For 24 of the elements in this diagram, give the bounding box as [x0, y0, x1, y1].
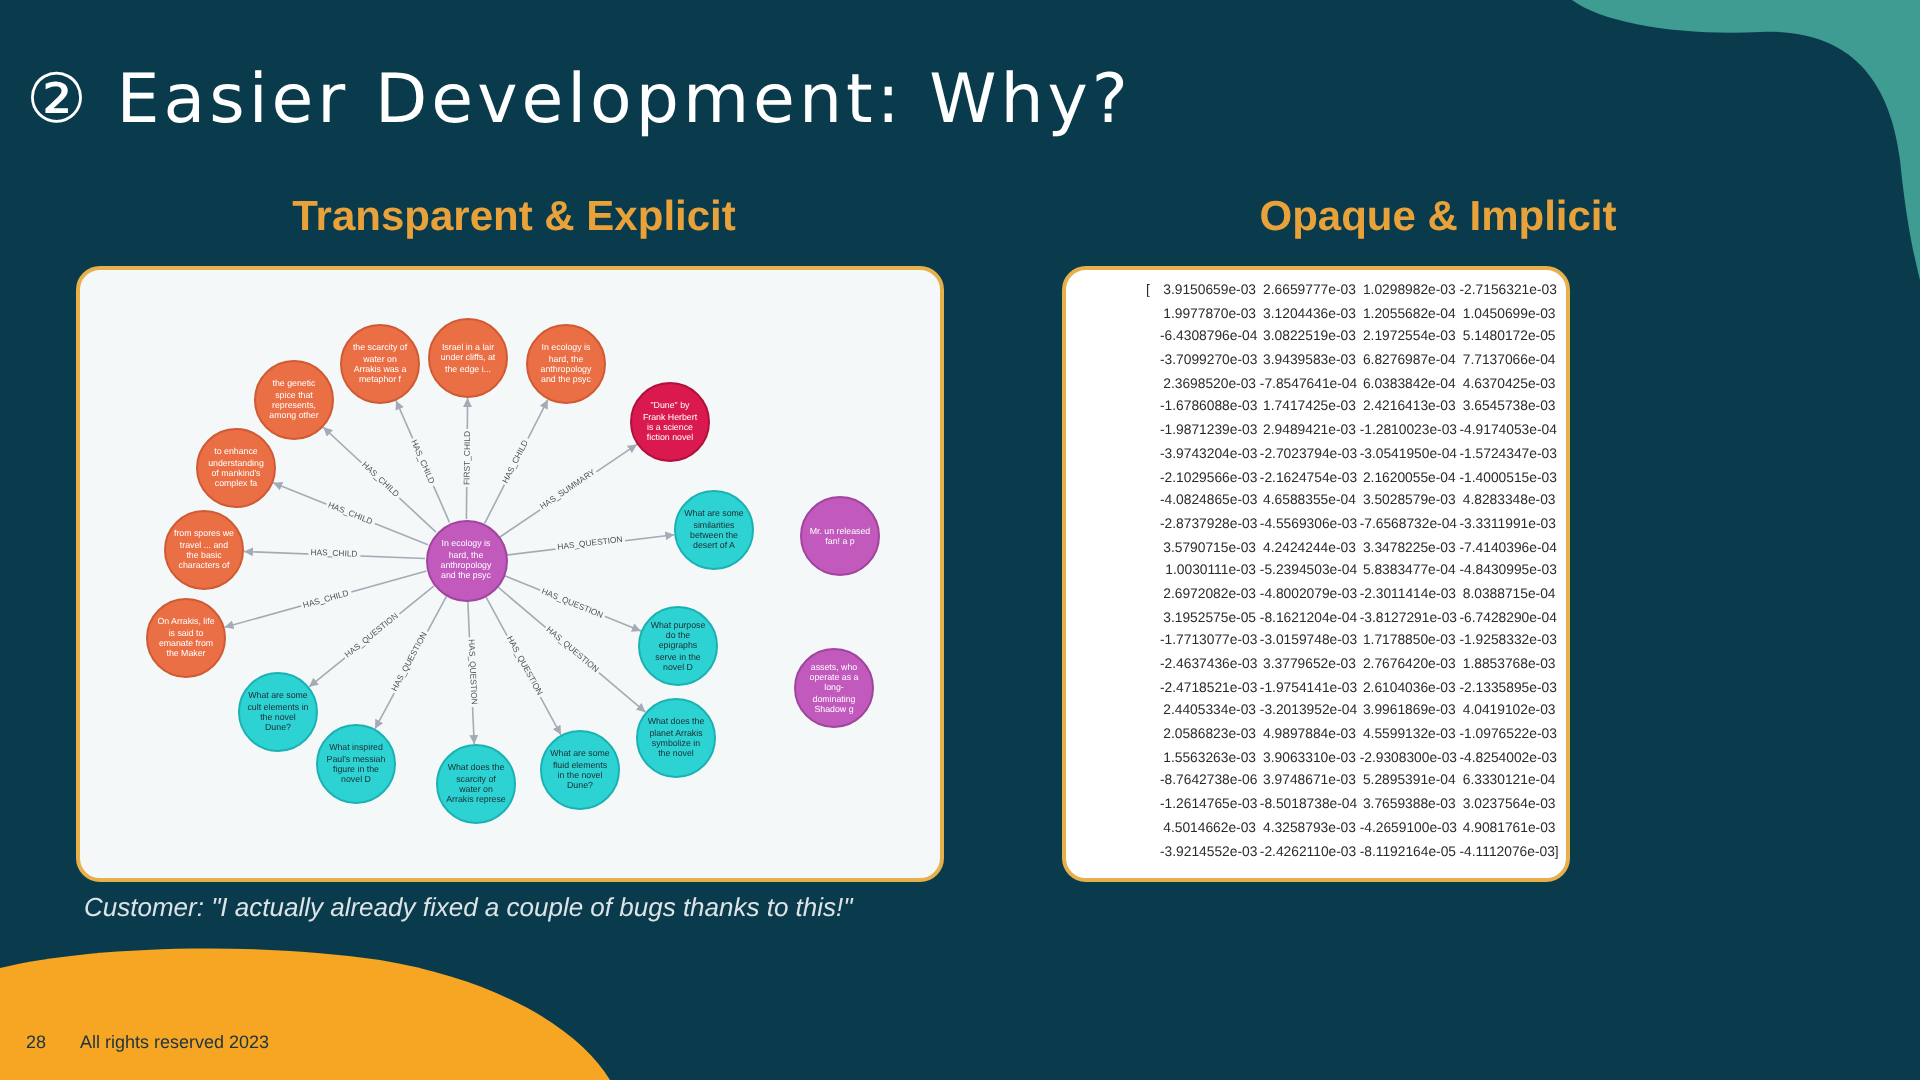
page-number: 28	[26, 1032, 47, 1054]
graph-node	[164, 510, 244, 590]
graph-node	[238, 672, 318, 752]
graph-node	[425, 519, 507, 601]
graph-node	[316, 724, 396, 804]
graph-node	[800, 496, 880, 576]
graph-node	[340, 324, 420, 404]
graph-node	[540, 730, 620, 810]
graph-node	[436, 744, 516, 824]
graph-node	[254, 360, 334, 440]
graph-node	[674, 490, 754, 570]
graph-node	[196, 428, 276, 508]
graph-node	[146, 598, 226, 678]
graph-node	[526, 324, 606, 404]
graph-node	[794, 648, 874, 728]
graph-node	[636, 698, 716, 778]
footer-text: All rights reserved 2023	[80, 1032, 270, 1054]
panel-heading: Opaque & Implicit	[1259, 194, 1617, 242]
graph-node	[630, 382, 710, 462]
graph-node	[428, 318, 508, 398]
slide-title: ② Easier Development: Why?	[26, 66, 1132, 134]
quote-text: Customer: "I actually already fixed a couple of bugs thanks to this!"	[84, 892, 853, 924]
graph-node	[638, 606, 718, 686]
panel-heading: Transparent & Explicit	[292, 194, 736, 242]
